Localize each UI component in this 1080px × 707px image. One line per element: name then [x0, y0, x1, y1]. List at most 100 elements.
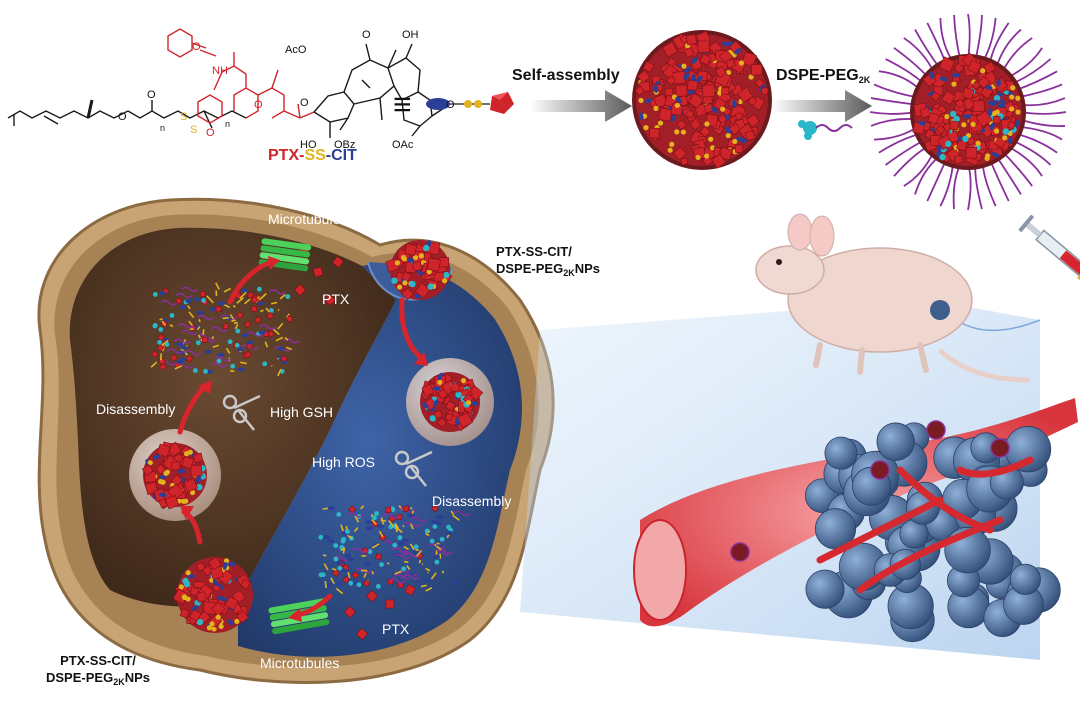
peg-head-particle [953, 115, 960, 123]
peg-head-fragment [336, 511, 342, 517]
ptx-particle [404, 243, 418, 256]
linker-fragment [169, 324, 174, 328]
cit-fragment [241, 333, 249, 338]
linker-fragment [359, 505, 365, 510]
linker-fragment [231, 319, 236, 322]
linker-fragment [202, 329, 205, 335]
peg-head-fragment [318, 534, 324, 540]
peg-head-particle [427, 283, 434, 290]
ss-particle [737, 99, 743, 105]
ptx-particle [967, 59, 982, 75]
linker-fragment [420, 584, 427, 588]
linker-fragment [259, 309, 264, 313]
linker-fragment [425, 532, 430, 537]
ss-particle [189, 489, 196, 496]
ss-dot-1 [464, 100, 472, 108]
ptx-particle [956, 139, 968, 152]
peg-head-fragment [390, 506, 395, 512]
cit-particle [963, 114, 972, 119]
peg-head-fragment [227, 339, 233, 345]
ss-particle [681, 63, 687, 69]
linker-fragment [188, 320, 194, 326]
ptx-particle [224, 596, 239, 611]
linker-fragment [345, 525, 348, 531]
peg-chain [873, 125, 919, 141]
ss-dot-2 [474, 100, 482, 108]
linker-fragment [380, 519, 387, 522]
ptx-particle [721, 86, 730, 96]
linker-fragment [277, 357, 280, 360]
ss-particle [412, 254, 419, 261]
linker-fragment [354, 515, 360, 523]
np-label-top: PTX-SS-CIT/ DSPE-PEG2KNPs [496, 243, 600, 282]
cit-particle [929, 71, 934, 80]
cit-particle [216, 595, 225, 601]
scissors-gsh-icon [222, 394, 261, 431]
ptx-particle [966, 136, 976, 146]
cit-particle [711, 106, 718, 114]
ss-particle [465, 400, 472, 406]
np-label-top-end: NPs [574, 261, 600, 276]
peg-head-fragment [262, 361, 268, 367]
peg-head-particle [429, 415, 436, 422]
peg-fragment [410, 516, 428, 522]
ss-particle [234, 618, 240, 625]
peg-fragment [268, 289, 286, 295]
ptx-particle [436, 417, 447, 428]
linker-fragment [229, 314, 235, 320]
np2-particles [912, 52, 1021, 166]
linker-fragment [322, 507, 329, 510]
linker-fragment [425, 587, 433, 592]
ptx-particle [719, 147, 733, 161]
peg-chain [870, 97, 917, 106]
ptx-particle [433, 409, 443, 419]
peg-chain [988, 158, 1010, 202]
ptx-fragment [285, 315, 294, 323]
cit-particle [675, 96, 682, 104]
ptx-particle [438, 257, 449, 268]
cit-fragment [257, 301, 265, 306]
cit-particle [691, 57, 698, 64]
microtubules-bottom-label: Microtubules [260, 655, 340, 671]
cit-blob [426, 98, 450, 110]
disassembly-right-label: Disassembly [432, 493, 512, 509]
mouse-tail [938, 348, 1031, 383]
cit-fragment [176, 342, 184, 347]
taxane-core [313, 43, 445, 138]
cit-particle [996, 89, 1003, 97]
scissors-ros-icon [394, 450, 433, 487]
peg-head-fragment [337, 565, 343, 571]
peg-head-particle [423, 244, 430, 252]
ptx-particle [666, 75, 676, 86]
peg-chain [885, 58, 925, 85]
ptx-fragment [159, 362, 167, 371]
equivalence-symbol: ≡ [393, 86, 412, 122]
ptx-particle [699, 53, 712, 66]
molecule-name-dash1: - [299, 147, 305, 164]
ptx-fragment [244, 350, 252, 359]
cit-fragment [435, 521, 443, 526]
ptx-fragment [157, 333, 166, 342]
ptx-particle [953, 62, 965, 74]
ss-particle [970, 121, 976, 127]
ptx-particle [444, 412, 454, 422]
vessel-np [926, 420, 946, 440]
linker-fragment [394, 570, 402, 575]
linker-fragment [174, 365, 183, 370]
cit-particle [191, 605, 199, 611]
peg-fragment [394, 553, 412, 560]
linker-fragment [271, 301, 278, 305]
peg-chain [974, 163, 983, 210]
ptx-particle [935, 124, 946, 135]
linker-fragment [229, 369, 235, 373]
ptx-fragment [250, 295, 259, 304]
ptx-particle [401, 287, 415, 301]
peg-chain [870, 118, 917, 127]
ss-particle [667, 147, 673, 153]
cit-particle [1015, 119, 1020, 128]
cit-particle [638, 112, 644, 121]
linker-fragment [388, 520, 395, 528]
ptx-particle [699, 125, 711, 138]
ptx-particle [675, 84, 688, 97]
ptx-particle [961, 96, 976, 111]
